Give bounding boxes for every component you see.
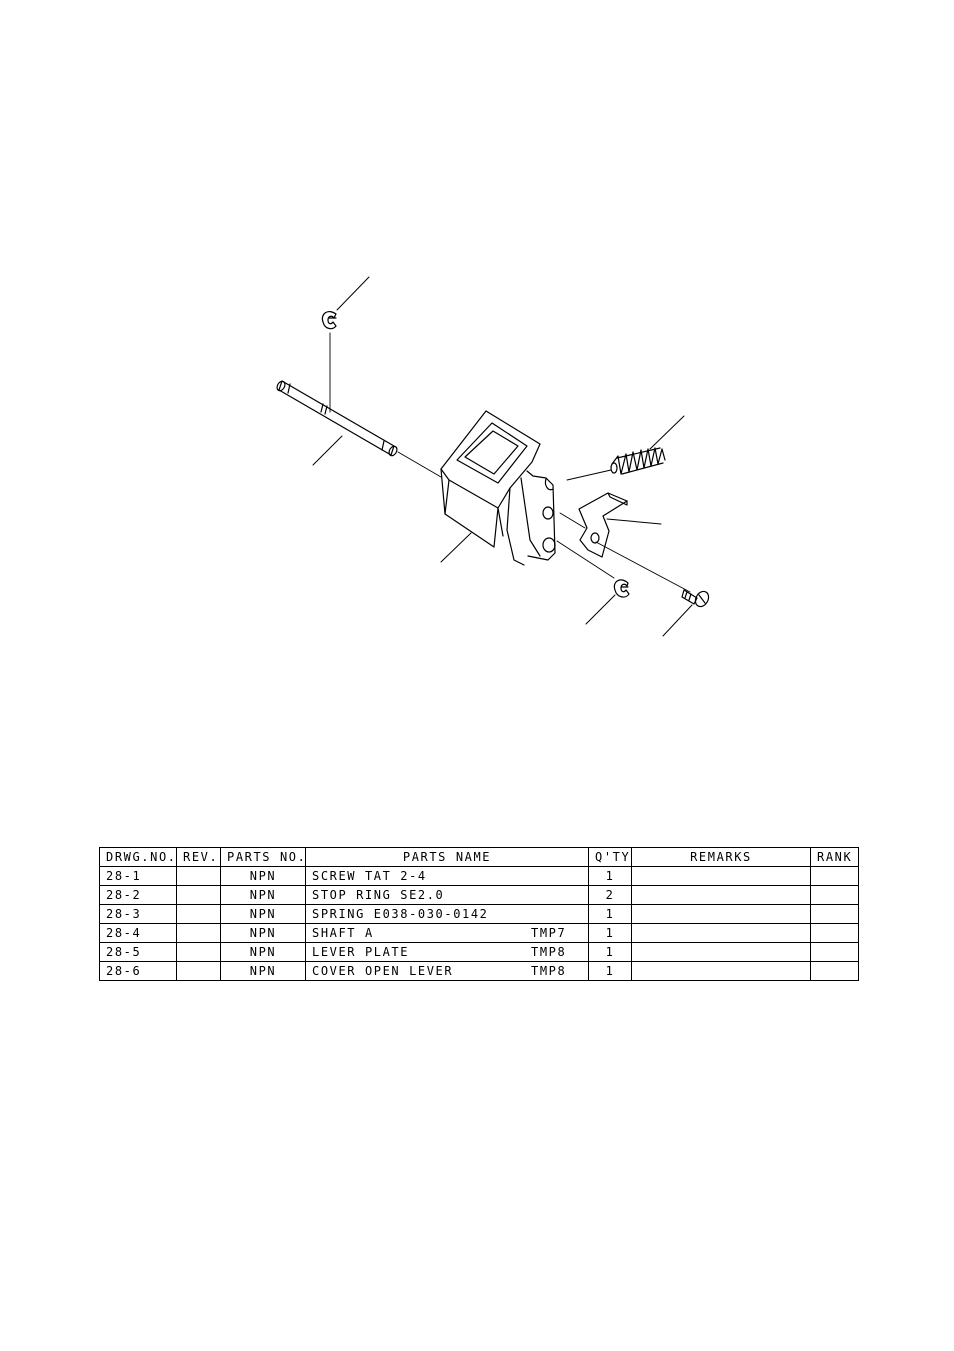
cell-parts-name: COVER OPEN LEVER TMP8 — [305, 961, 589, 981]
lever-plate — [578, 492, 628, 558]
cell-rev — [176, 904, 221, 924]
cell-rank — [810, 885, 859, 905]
table-header-row: DRWG.NO. REV. PARTS NO. PARTS NAME Q'TY … — [99, 847, 859, 867]
cell-rev — [176, 961, 221, 981]
cell-parts-no: NPN — [220, 866, 306, 886]
cell-parts-no: NPN — [220, 904, 306, 924]
cell-qty: 1 — [588, 904, 632, 924]
spring — [610, 447, 666, 475]
cell-parts-name: SCREW TAT 2-4 — [305, 866, 589, 886]
cell-drwg-no: 28-3 — [99, 904, 177, 924]
part-name: STOP RING SE2.0 — [312, 888, 445, 902]
cell-remarks — [631, 961, 811, 981]
cell-qty: 1 — [588, 866, 632, 886]
cell-rank — [810, 923, 859, 943]
header-remarks: REMARKS — [631, 847, 811, 867]
header-drwg-no: DRWG.NO. — [99, 847, 177, 867]
cell-remarks — [631, 942, 811, 962]
cell-rank — [810, 961, 859, 981]
part-model: TMP8 — [531, 964, 567, 978]
part-model: TMP8 — [531, 945, 567, 959]
cell-drwg-no: 28-5 — [99, 942, 177, 962]
cell-drwg-no: 28-4 — [99, 923, 177, 943]
cell-rev — [176, 923, 221, 943]
cell-rank — [810, 942, 859, 962]
cell-remarks — [631, 904, 811, 924]
cell-parts-name: LEVER PLATE TMP8 — [305, 942, 589, 962]
stop-ring-bottom — [613, 579, 630, 598]
part-model: TMP7 — [531, 926, 567, 940]
cell-remarks — [631, 866, 811, 886]
cell-parts-no: NPN — [220, 961, 306, 981]
cell-qty: 1 — [588, 942, 632, 962]
table-row: 28-3 NPN SPRING E038-030-0142 1 — [99, 904, 859, 924]
assembly-lines — [329, 332, 691, 593]
exploded-parts-drawing — [276, 276, 710, 637]
cover-open-lever — [440, 410, 556, 566]
header-parts-no: PARTS NO. — [220, 847, 306, 867]
table-row: 28-5 NPN LEVER PLATE TMP8 1 — [99, 942, 859, 962]
cell-parts-name: SHAFT A TMP7 — [305, 923, 589, 943]
cell-parts-no: NPN — [220, 923, 306, 943]
table-row: 28-1 NPN SCREW TAT 2-4 1 — [99, 866, 859, 886]
leader-lines — [312, 276, 693, 637]
part-name: SHAFT A — [312, 926, 374, 940]
cell-rev — [176, 942, 221, 962]
cell-drwg-no: 28-1 — [99, 866, 177, 886]
cell-qty: 1 — [588, 961, 632, 981]
shaft-a — [276, 380, 398, 457]
part-name: SCREW TAT 2-4 — [312, 869, 427, 883]
cell-rank — [810, 866, 859, 886]
header-rev: REV. — [176, 847, 221, 867]
header-rank: RANK — [810, 847, 859, 867]
header-parts-name: PARTS NAME — [305, 847, 589, 867]
header-qty: Q'TY — [588, 847, 632, 867]
screw — [681, 589, 710, 608]
cell-drwg-no: 28-2 — [99, 885, 177, 905]
cell-rev — [176, 885, 221, 905]
part-name: SPRING E038-030-0142 — [312, 907, 489, 921]
table-row: 28-4 NPN SHAFT A TMP7 1 — [99, 923, 859, 943]
cell-rank — [810, 904, 859, 924]
table-row: 28-2 NPN STOP RING SE2.0 2 — [99, 885, 859, 905]
parts-list-table: DRWG.NO. REV. PARTS NO. PARTS NAME Q'TY … — [99, 847, 859, 981]
cell-parts-no: NPN — [220, 885, 306, 905]
table-row: 28-6 NPN COVER OPEN LEVER TMP8 1 — [99, 961, 859, 981]
cell-drwg-no: 28-6 — [99, 961, 177, 981]
cell-parts-no: NPN — [220, 942, 306, 962]
cell-qty: 1 — [588, 923, 632, 943]
cell-remarks — [631, 923, 811, 943]
cell-qty: 2 — [588, 885, 632, 905]
part-name: COVER OPEN LEVER — [312, 964, 454, 978]
stop-ring-top — [321, 310, 337, 330]
part-name: LEVER PLATE — [312, 945, 410, 959]
cell-parts-name: STOP RING SE2.0 — [305, 885, 589, 905]
cell-remarks — [631, 885, 811, 905]
cell-parts-name: SPRING E038-030-0142 — [305, 904, 589, 924]
cell-rev — [176, 866, 221, 886]
